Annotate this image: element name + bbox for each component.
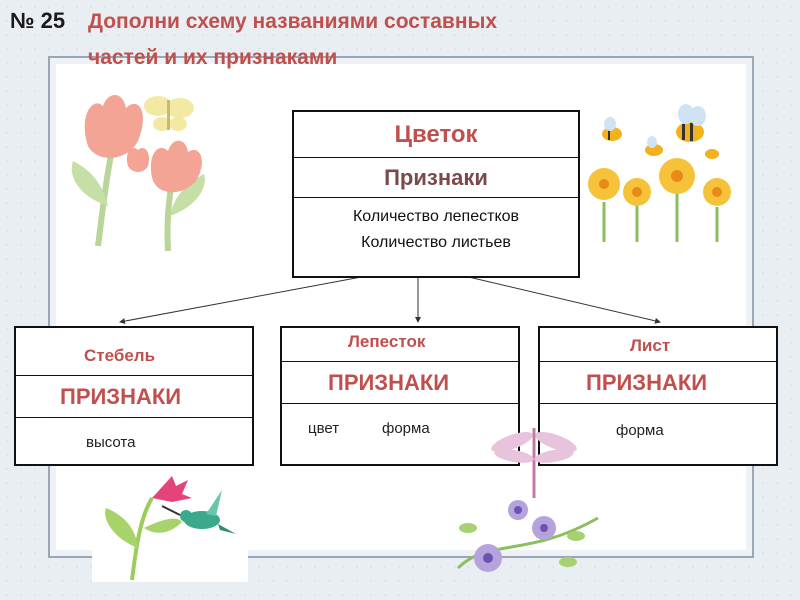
flower-features-list: Количество лепестков Количество листьев [294, 198, 578, 256]
hummingbird-flower-illustration [92, 468, 248, 582]
flower-features-label: Признаки [294, 158, 578, 198]
petal-name: Лепесток [282, 328, 518, 362]
slide-title: Дополни схему названиями составных часте… [88, 4, 608, 76]
flower-feature-1: Количество лепестков [352, 208, 520, 225]
tulips-butterfly-illustration [71, 94, 205, 252]
petal-box: Лепесток ПРИЗНАКИ цвет форма [280, 326, 520, 466]
leaf-features-label: ПРИЗНАКИ [540, 362, 776, 404]
leaf-attr-shape: форма [616, 422, 664, 439]
bees-flowers-illustration [588, 104, 731, 242]
stem-name: Стебель [16, 328, 252, 376]
arrow-to-leaf [459, 274, 661, 324]
dragonfly-flowers-illustration [456, 428, 599, 572]
petal-attr-shape: форма [382, 420, 430, 437]
arrow-to-stem [119, 274, 373, 325]
leaf-box: Лист ПРИЗНАКИ форма [538, 326, 778, 466]
leaf-name: Лист [540, 328, 776, 362]
stem-attrs: высота [16, 418, 252, 460]
stem-box: Стебель ПРИЗНАКИ высота [14, 326, 254, 466]
petal-attr-color: цвет [308, 420, 340, 437]
title-line-2: частей и их признаками [88, 46, 338, 69]
stem-attr-height: высота [86, 434, 136, 451]
task-number: № 25 [10, 8, 66, 33]
petal-features-label: ПРИЗНАКИ [282, 362, 518, 404]
stem-features-label: ПРИЗНАКИ [16, 376, 252, 418]
flower-feature-2: Количество листьев [361, 234, 511, 251]
flower-name: Цветок [294, 112, 578, 158]
petal-attrs: цвет форма [282, 404, 518, 460]
title-line-1: Дополни схему названиями составных [88, 10, 498, 33]
flower-box: Цветок Признаки Количество лепестков Кол… [292, 110, 580, 278]
leaf-attrs: форма [540, 404, 776, 460]
